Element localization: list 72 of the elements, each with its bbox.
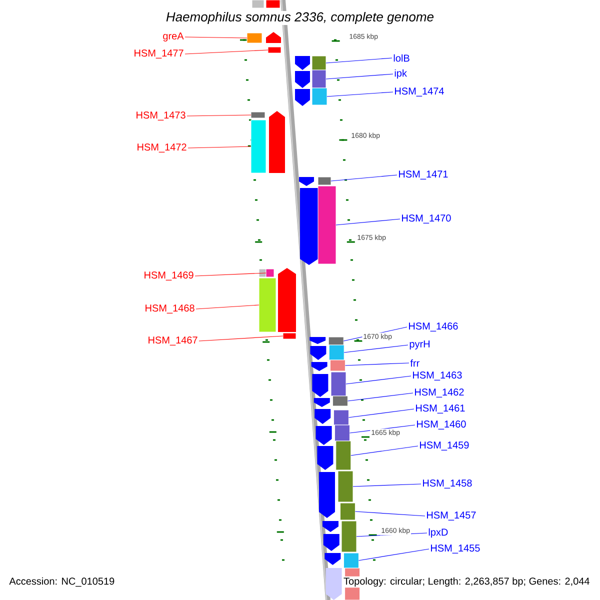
leader-line	[326, 92, 394, 97]
leader-line	[347, 392, 414, 402]
gene-bar	[332, 396, 348, 406]
gene-bar	[266, 268, 274, 278]
gene-label: HSM_1474	[395, 88, 444, 96]
leader-line	[196, 304, 260, 310]
genome-summary-text: Topology: circular; Length: 2,263,857 bp; Genes: 2,044	[342, 576, 591, 588]
leader-line	[184, 50, 268, 54]
leader-line	[336, 218, 400, 226]
title: Haemophilus somnus 2336, complete genome	[164, 10, 436, 26]
gene-bar	[340, 502, 356, 520]
gene-bar	[330, 360, 346, 372]
gene-label: greA	[163, 32, 184, 42]
gene-bar	[250, 112, 266, 118]
leader-line	[188, 146, 252, 148]
gene-bar	[333, 410, 349, 426]
gene-bar	[312, 70, 326, 88]
gene-label: HSM_1455	[431, 544, 480, 554]
gene-label: frr	[410, 359, 420, 367]
gene-label: ipk	[394, 69, 407, 79]
gene-label: HSM_1458	[423, 480, 472, 488]
leader-line	[344, 362, 410, 366]
leader-line	[352, 484, 422, 487]
leader-line	[330, 174, 398, 182]
gene-label: HSM_1460	[417, 420, 466, 430]
gene-label: HSM_1459	[420, 442, 469, 450]
leader-line	[198, 336, 284, 342]
gene-label: HSM_1473	[136, 112, 186, 120]
gene-label: HSM_1461	[416, 404, 465, 414]
gene-bar	[250, 120, 266, 174]
gene-label: lpxD	[428, 528, 448, 538]
leader-line	[350, 446, 418, 456]
gene-bar	[343, 552, 359, 568]
leader-line	[194, 272, 266, 276]
gene-label: HSM_1463	[413, 372, 462, 380]
gene-label: HSM_1472	[138, 144, 186, 152]
gene-label: HSM_1462	[415, 388, 464, 398]
leader-line	[354, 511, 426, 516]
gene-label: pyrH	[410, 340, 430, 350]
leader-line	[358, 548, 430, 561]
gene-bar	[282, 332, 296, 340]
gene-label: HSM_1470	[402, 214, 451, 224]
gene-label: HSM_1468	[146, 304, 194, 314]
gene-bar	[312, 56, 326, 70]
gene-bar	[334, 424, 350, 442]
gene-bar	[328, 344, 344, 360]
gene-bar	[268, 46, 282, 54]
gene-label: HSM_1471	[399, 170, 448, 180]
gene-label: HSM_1467	[148, 336, 198, 346]
leader-line	[186, 114, 252, 116]
gene-label: HSM_1466	[409, 322, 458, 332]
leader-line	[326, 74, 394, 80]
gene-bar	[312, 88, 328, 106]
leader-line	[326, 58, 392, 64]
gene-bar	[318, 186, 336, 264]
gene-label: lolB	[394, 54, 410, 62]
gene-bar	[330, 372, 346, 396]
gene-label: HSM_1457	[427, 512, 476, 520]
gene-bar	[328, 336, 344, 346]
leader-line	[344, 344, 408, 353]
gene-bar	[341, 520, 357, 552]
leader-line	[348, 408, 414, 418]
accession-text: Accession: NC_010519	[8, 576, 116, 588]
leader-line	[184, 36, 248, 38]
gene-bar	[318, 176, 332, 186]
gene-bar	[336, 440, 352, 470]
gene-bar	[246, 32, 262, 44]
gene-bar	[258, 278, 276, 332]
gene-label: HSM_1477	[134, 50, 184, 58]
leader-line	[346, 376, 412, 384]
gene-bar	[338, 470, 354, 502]
gene-label: HSM_1469	[144, 272, 194, 280]
